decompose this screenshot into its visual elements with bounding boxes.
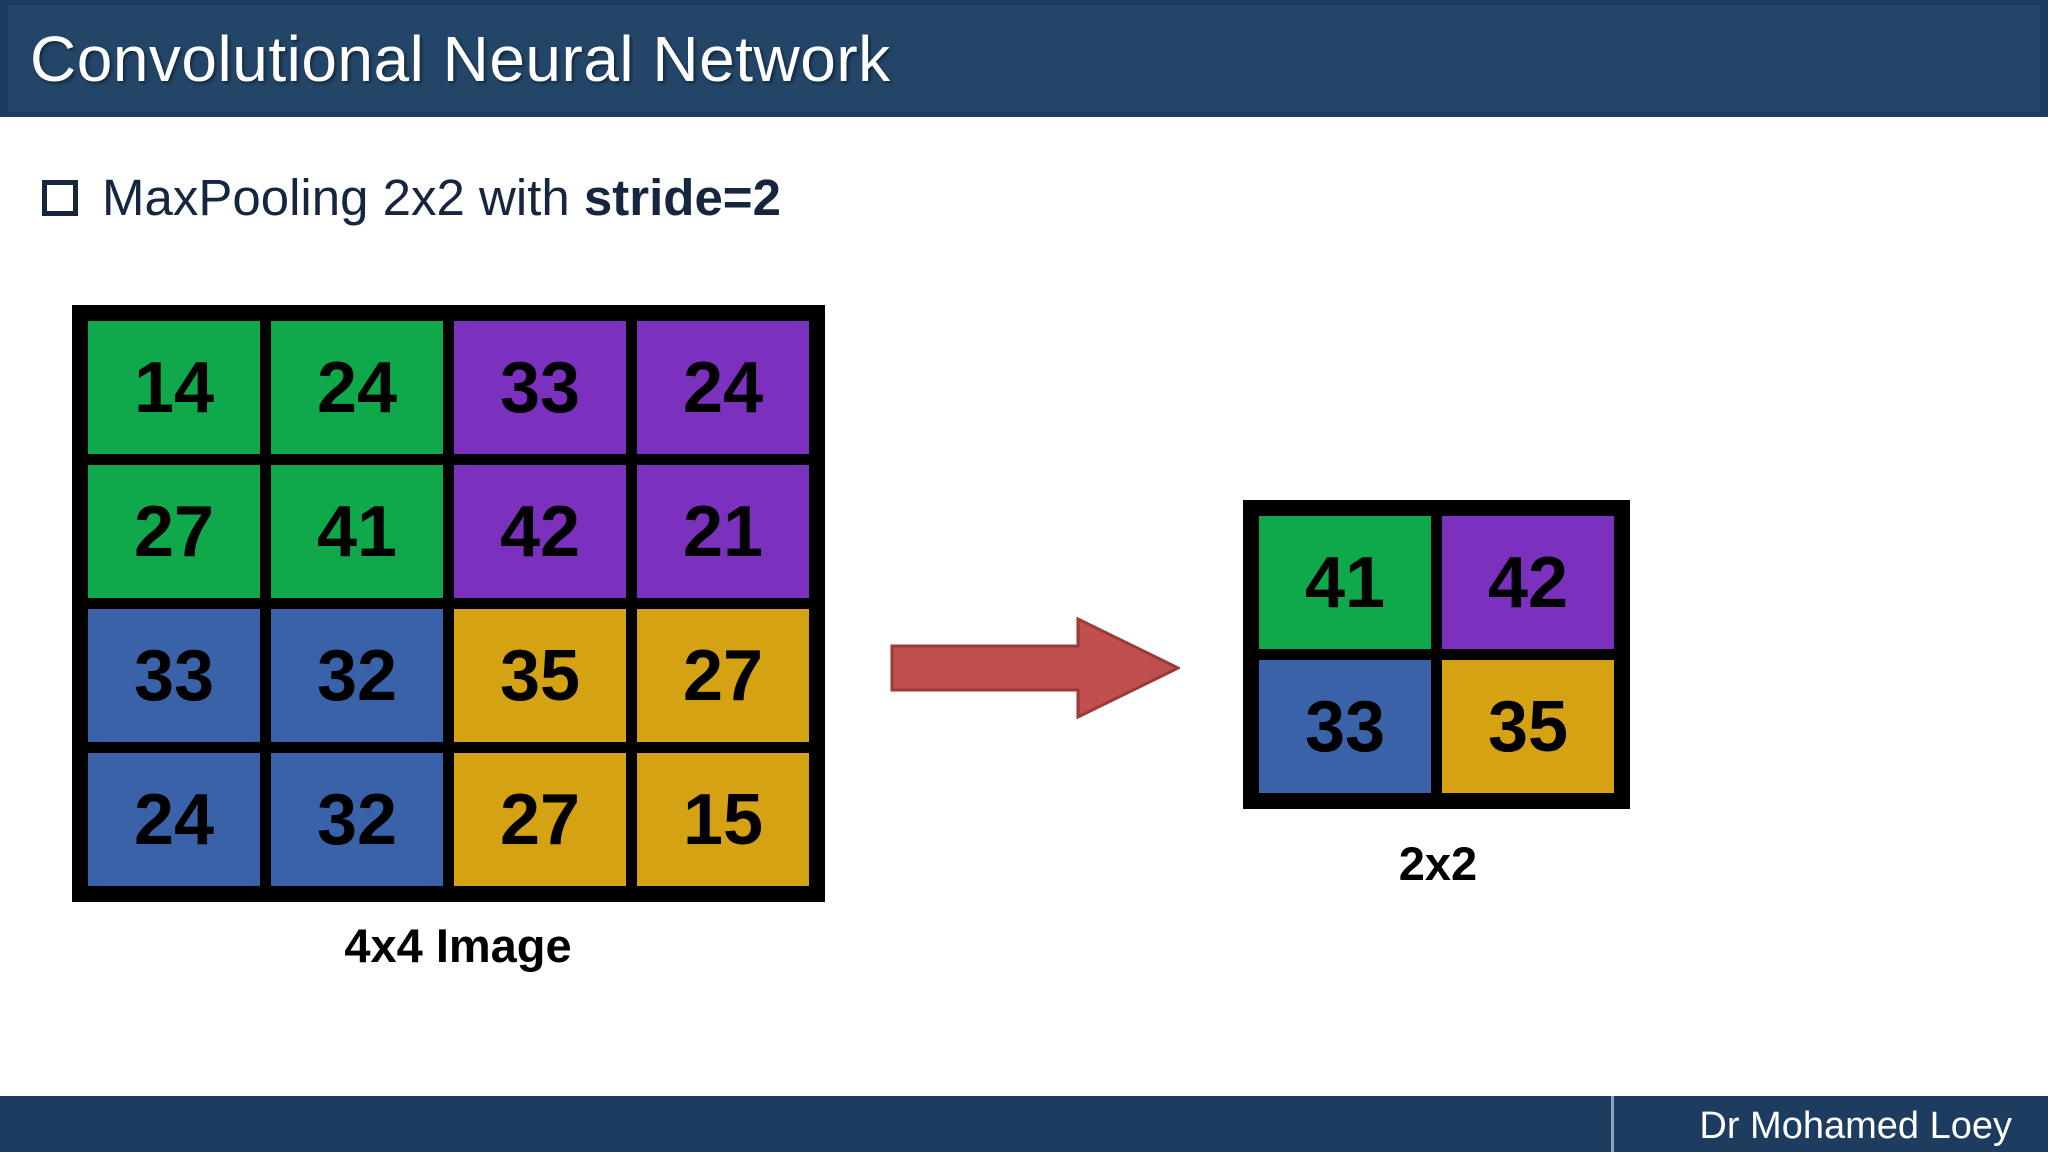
input-cell-r3c2: 27: [454, 753, 626, 886]
output-cell-r0c0: 41: [1259, 516, 1431, 649]
output-cell-r1c0: 33: [1259, 660, 1431, 793]
input-cell-r1c2: 42: [454, 465, 626, 598]
right-arrow-icon: [890, 616, 1180, 720]
input-cell-r2c3: 27: [637, 609, 809, 742]
bullet-line: MaxPooling 2x2 with stride=2: [42, 172, 781, 228]
footer-divider: [1611, 1096, 1614, 1152]
input-cell-r0c3: 24: [637, 321, 809, 454]
input-cell-r0c0: 14: [88, 321, 260, 454]
bullet-text-normal: MaxPooling 2x2 with: [102, 169, 584, 226]
title-bar-fill: [8, 5, 2040, 112]
hollow-square-bullet-icon: [42, 179, 90, 228]
output-pooled-figure: 41 42 33 35 2x2: [1243, 500, 1630, 887]
input-grid-4x4: 14 24 33 24 27 41 42 21 33 32 35 27 24 3…: [72, 305, 825, 902]
input-cell-r3c3: 15: [637, 753, 809, 886]
page-title: Convolutional Neural Network: [30, 22, 891, 95]
input-cell-r1c1: 41: [271, 465, 443, 598]
input-cell-r1c3: 21: [637, 465, 809, 598]
output-grid-caption: 2x2: [1398, 837, 1478, 890]
input-cell-r0c1: 24: [271, 321, 443, 454]
input-cell-r1c0: 27: [88, 465, 260, 598]
footer-author-name: Dr Mohamed Loey: [1699, 1105, 2012, 1148]
slide-footer-bar: Dr Mohamed Loey: [0, 1096, 2048, 1152]
input-cell-r2c0: 33: [88, 609, 260, 742]
input-cell-r0c2: 33: [454, 321, 626, 454]
slide-title-bar: Convolutional Neural Network: [0, 0, 2048, 117]
input-image-figure: 14 24 33 24 27 41 42 21 33 32 35 27 24 3…: [72, 305, 825, 969]
input-cell-r3c0: 24: [88, 753, 260, 886]
bullet-text: MaxPooling 2x2 with stride=2: [102, 172, 781, 223]
input-cell-r2c2: 35: [454, 609, 626, 742]
output-cell-r0c1: 42: [1442, 516, 1614, 649]
input-grid-caption: 4x4 Image: [344, 919, 572, 972]
output-cell-r1c1: 35: [1442, 660, 1614, 793]
input-cell-r3c1: 32: [271, 753, 443, 886]
input-cell-r2c1: 32: [271, 609, 443, 742]
bullet-text-bold: stride=2: [583, 169, 781, 226]
output-grid-2x2: 41 42 33 35: [1243, 500, 1630, 809]
